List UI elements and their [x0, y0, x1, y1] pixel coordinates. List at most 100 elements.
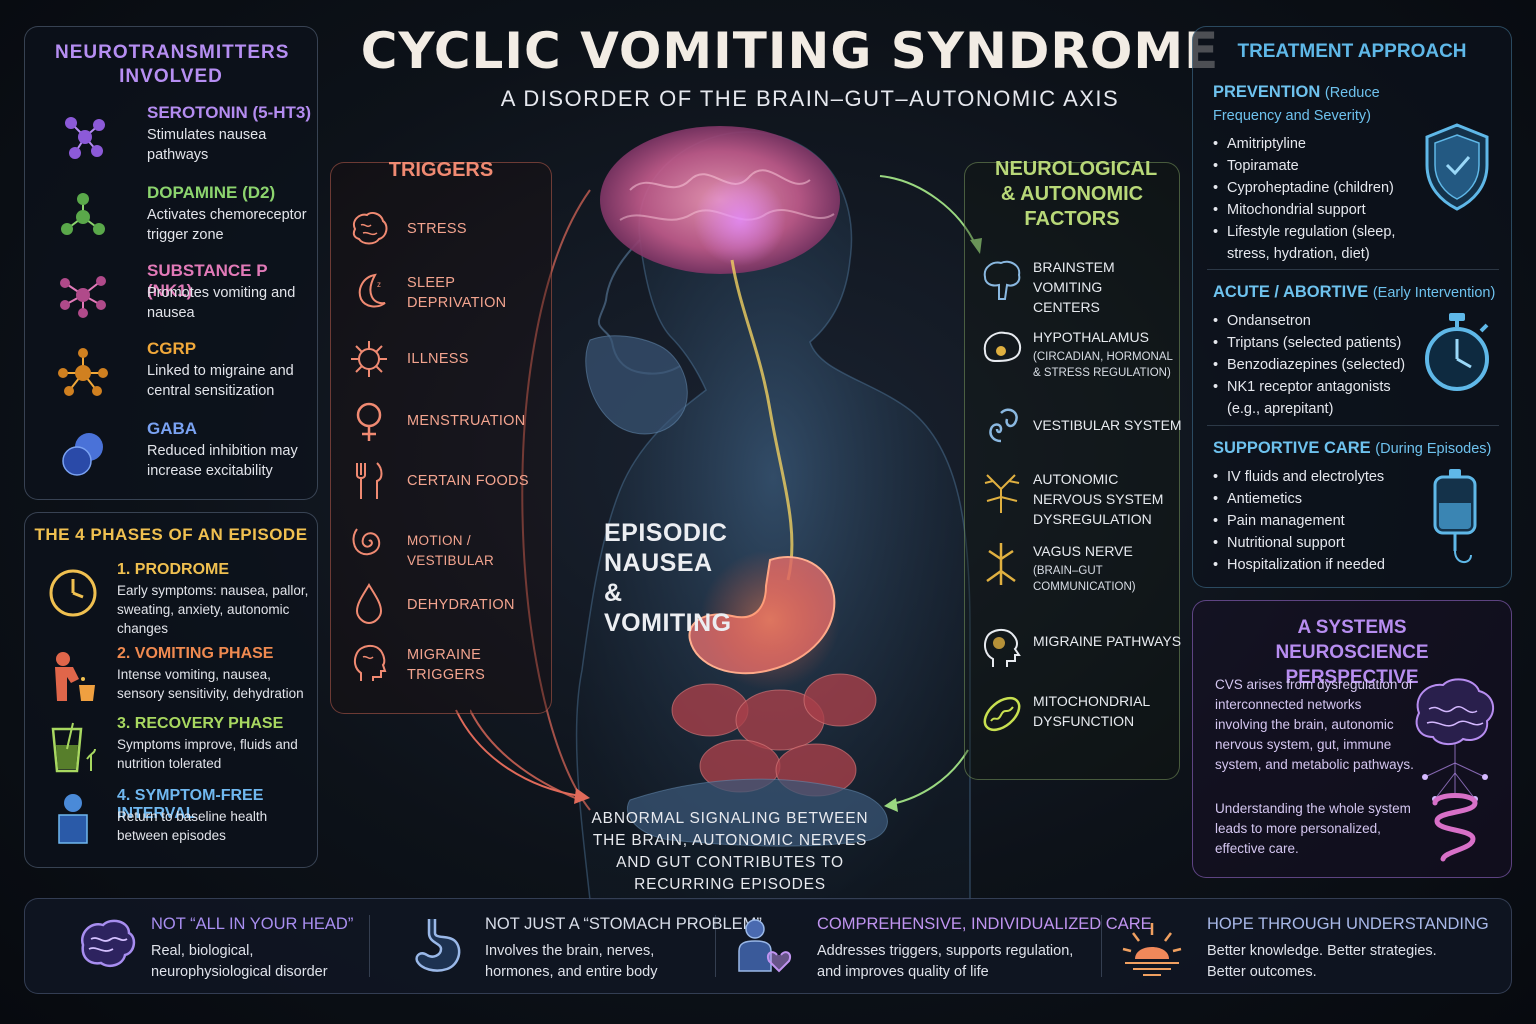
- iv-bag-icon: [1433, 469, 1477, 563]
- nerve-icon: [984, 474, 1020, 513]
- systems-paragraph: Understanding the whole system leads to …: [1215, 801, 1411, 856]
- treatment-list-item: Triptans (selected patients): [1213, 332, 1503, 354]
- treatment-section-prevention: PREVENTION (Reduce Frequency and Severit…: [1213, 81, 1503, 265]
- factor-name: BRAINSTEM VOMITING CENTERS: [1033, 259, 1115, 315]
- brainstem-icon: [983, 260, 1021, 300]
- nt-desc: Stimulates nausea pathways: [147, 127, 267, 163]
- trigger-item: MOTION / VESTIBULAR: [347, 519, 547, 579]
- trigger-item: MENSTRUATION: [347, 399, 547, 459]
- nt-name: GABA: [147, 419, 198, 438]
- systems-paragraph: CVS arises from dysregulation of interco…: [1215, 677, 1414, 772]
- bottom-desc-line: neurophysiological disorder: [151, 964, 328, 980]
- section-title-main: SUPPORTIVE CARE: [1213, 439, 1371, 457]
- treatment-panel: TREATMENT APPROACH PREVENTION (Reduce Fr…: [1192, 26, 1512, 588]
- brain-icon: [80, 919, 136, 967]
- triggers-panel: TRIGGERS STRESS z SLEEP DEPRIVATION ILLN…: [330, 159, 552, 714]
- nt-item-cgrp: CGRP Linked to migraine and central sens…: [47, 339, 317, 409]
- moon-icon: z: [358, 273, 386, 308]
- section-title-main: ACUTE / ABORTIVE: [1213, 283, 1369, 301]
- nt-desc: Linked to migraine and central sensitiza…: [147, 363, 294, 399]
- bottom-desc-line: Better outcomes.: [1207, 964, 1317, 980]
- phase-name: 4. SYMPTOM-FREE INTERVAL: [117, 787, 264, 822]
- phase-desc: Return to baseline health between episod…: [117, 809, 268, 843]
- vagus-nerve-icon: [986, 543, 1016, 585]
- bottom-desc: Better knowledge. Better strategies. Bett…: [1207, 941, 1437, 983]
- trigger-item: STRESS: [347, 207, 547, 267]
- molecule-icon: [61, 193, 105, 235]
- treatment-list: Amitriptyline Topiramate Cyproheptadine …: [1213, 133, 1503, 265]
- flow-arrows: [879, 175, 982, 812]
- phase-item-vomiting: 2. VOMITING PHASE Intense vomiting, naus…: [41, 645, 317, 717]
- center-caption: ABNORMAL SIGNALING BETWEEN THE BRAIN, AU…: [591, 810, 869, 893]
- molecule-icon: [65, 117, 105, 159]
- treatment-list-item: Lifestyle regulation (sleep, stress, hyd…: [1213, 221, 1423, 265]
- section-note: (During Episodes): [1375, 441, 1492, 457]
- section-title: SUPPORTIVE CARE (During Episodes): [1213, 437, 1503, 460]
- bottom-title: NOT JUST A “STOMACH PROBLEM”: [485, 915, 762, 933]
- mitochondria-icon: [983, 696, 1021, 732]
- treatment-list-item: Pain management: [1213, 510, 1503, 532]
- treatment-list-item: NK1 receptor antagonists (e.g., aprepita…: [1213, 376, 1409, 420]
- factor-item: HYPOTHALAMUS (CIRCADIAN, HORMONAL & STRE…: [975, 327, 1181, 387]
- nt-item-dopamine: DOPAMINE (D2) Activates chemoreceptor tr…: [47, 183, 317, 253]
- trigger-label: ILLNESS: [407, 351, 469, 367]
- factor-sub: (BRAIN–GUT COMMUNICATION): [1033, 565, 1136, 593]
- treatment-list-item: Amitriptyline: [1213, 133, 1503, 155]
- nt-item-serotonin: SEROTONIN (5-HT3) Stimulates nausea path…: [47, 103, 317, 173]
- treatment-heading: TREATMENT APPROACH: [1237, 41, 1467, 62]
- person-icon: [58, 794, 88, 844]
- trigger-item: z SLEEP DEPRIVATION: [347, 269, 547, 329]
- treatment-list-item: Benzodiazepines (selected): [1213, 354, 1503, 376]
- phase-desc: Symptoms improve, fluids and nutrition t…: [117, 737, 298, 771]
- fork-knife-icon: [356, 462, 383, 499]
- trigger-item: CERTAIN FOODS: [347, 459, 547, 519]
- treatment-list-item: Hospitalization if needed: [1213, 554, 1503, 576]
- phase-item-recovery: 3. RECOVERY PHASE Symptoms improve, flui…: [41, 715, 317, 787]
- sphere-icon: [62, 433, 103, 476]
- factor-name: HYPOTHALAMUS: [1033, 329, 1149, 345]
- triggers-heading: TRIGGERS: [388, 159, 494, 181]
- factor-name: VAGUS NERVE: [1033, 543, 1133, 559]
- treatment-list-item: IV fluids and electrolytes: [1213, 466, 1503, 488]
- bottom-divider: [1101, 915, 1102, 977]
- sunrise-icon: [1122, 923, 1182, 976]
- factor-item: MIGRAINE PATHWAYS: [975, 625, 1181, 685]
- treatment-list-item: Ondansetron: [1213, 310, 1503, 332]
- trigger-item: ILLNESS: [347, 337, 547, 397]
- bottom-desc-line: and improves quality of life: [817, 964, 989, 980]
- phases-panel: THE 4 PHASES OF AN EPISODE 1. PRODROME E…: [24, 512, 318, 868]
- droplet-icon: [355, 583, 383, 625]
- phase-desc: Intense vomiting, nausea, sensory sensit…: [117, 667, 304, 701]
- phase-name: 3. RECOVERY PHASE: [117, 715, 284, 732]
- molecule-icon: [60, 276, 106, 318]
- section-title-main: PREVENTION: [1213, 83, 1321, 101]
- phase-name: 2. VOMITING PHASE: [117, 645, 274, 662]
- phase-item-prodrome: 1. PRODROME Early symptoms: nausea, pall…: [41, 561, 317, 636]
- inner-ear-icon: [989, 408, 1018, 443]
- stomach-icon: [415, 919, 461, 972]
- bottom-desc-line: Better knowledge. Better strategies.: [1207, 943, 1437, 959]
- treatment-list: Ondansetron Triptans (selected patients)…: [1213, 310, 1503, 420]
- section-note: (Reduce Frequency and Severity): [1213, 85, 1380, 124]
- molecule-icon: [58, 348, 108, 396]
- section-title: ACUTE / ABORTIVE (Early Intervention): [1213, 281, 1503, 304]
- nt-desc: Activates chemoreceptor trigger zone: [147, 207, 307, 243]
- bottom-desc: Involves the brain, nerves,hormones, and…: [485, 941, 658, 983]
- trigger-label: STRESS: [407, 221, 467, 237]
- shield-icon: [1425, 123, 1489, 211]
- center-label: EPISODIC NAUSEA & VOMITING: [604, 519, 732, 637]
- factor-name: MITOCHONDRIAL DYSFUNCTION: [1033, 693, 1150, 729]
- bottom-divider: [369, 915, 370, 977]
- factor-name: AUTONOMIC NERVOUS SYSTEM DYSREGULATION: [1033, 471, 1164, 527]
- factor-sub: (CIRCADIAN, HORMONAL & STRESS REGULATION…: [1033, 351, 1173, 379]
- neurotransmitters-heading: NEUROTRANSMITTERS INVOLVED: [55, 42, 290, 87]
- trigger-label: MENSTRUATION: [407, 413, 526, 429]
- factor-item: VAGUS NERVE (BRAIN–GUT COMMUNICATION): [975, 541, 1181, 601]
- section-title: PREVENTION (Reduce Frequency and Severit…: [1213, 81, 1433, 127]
- person-heart-icon: [738, 919, 791, 973]
- vomiting-person-icon: [55, 652, 95, 701]
- head-icon: [353, 645, 387, 681]
- phase-desc: Early symptoms: nausea, pallor, sweating…: [117, 583, 309, 636]
- bottom-bar: NOT “ALL IN YOUR HEAD” Real, biological,…: [24, 898, 1512, 994]
- body-illustration: [470, 126, 971, 900]
